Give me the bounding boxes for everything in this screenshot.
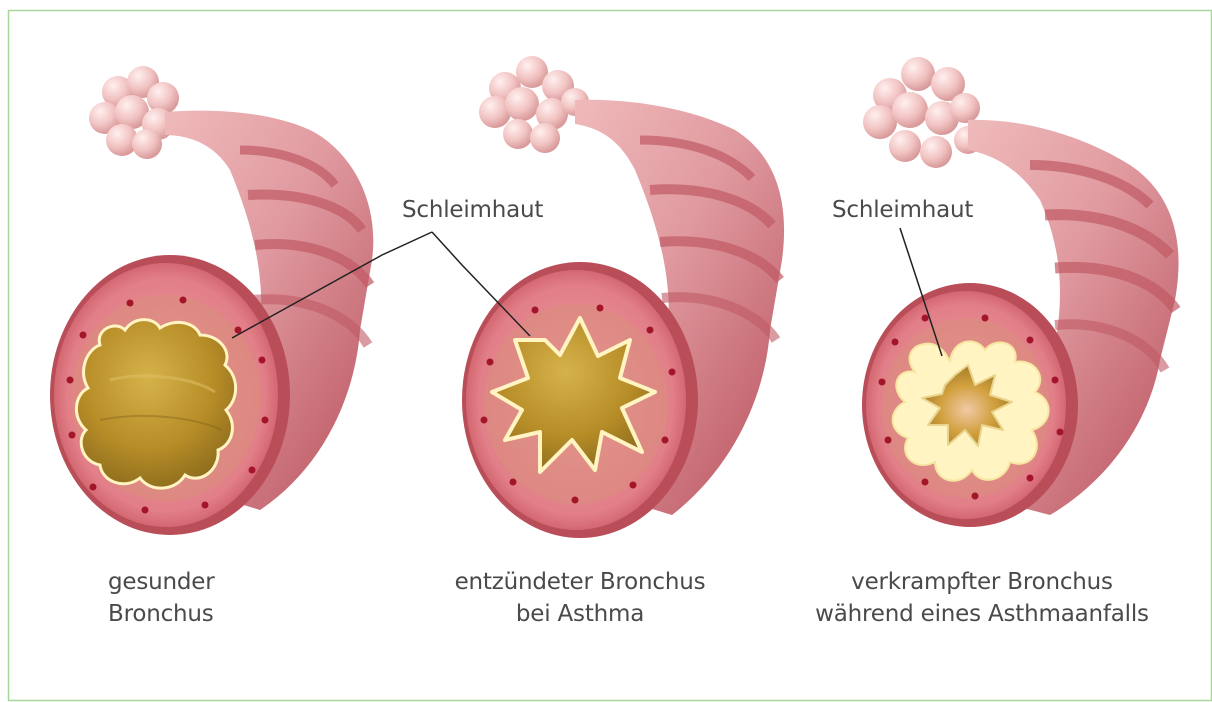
caption-spasm-line2: während eines Asthmaanfalls — [786, 598, 1178, 630]
caption-healthy-line1: gesunder — [108, 566, 215, 598]
caption-healthy-line2: Bronchus — [108, 598, 215, 630]
lumen-healthy — [76, 320, 235, 489]
caption-inflamed-line2: bei Asthma — [425, 598, 735, 630]
caption-inflamed-line1: entzündeter Bronchus — [425, 566, 735, 598]
caption-inflamed: entzündeter Bronchus bei Asthma — [425, 566, 735, 630]
bronchus-inflamed — [462, 56, 784, 538]
bronchus-spasm — [862, 57, 1179, 527]
annotation-schleimhaut-right: Schleimhaut — [832, 194, 973, 226]
bronchus-healthy — [50, 66, 373, 535]
caption-spasm: verkrampfter Bronchus während eines Asth… — [786, 566, 1178, 630]
alveoli-cluster-3 — [863, 57, 982, 168]
leader-line-inflamed — [432, 232, 530, 336]
annotation-schleimhaut-left: Schleimhaut — [402, 194, 543, 226]
caption-healthy: gesunder Bronchus — [108, 566, 215, 630]
caption-spasm-line1: verkrampfter Bronchus — [786, 566, 1178, 598]
alveoli-cluster-2 — [479, 56, 589, 153]
